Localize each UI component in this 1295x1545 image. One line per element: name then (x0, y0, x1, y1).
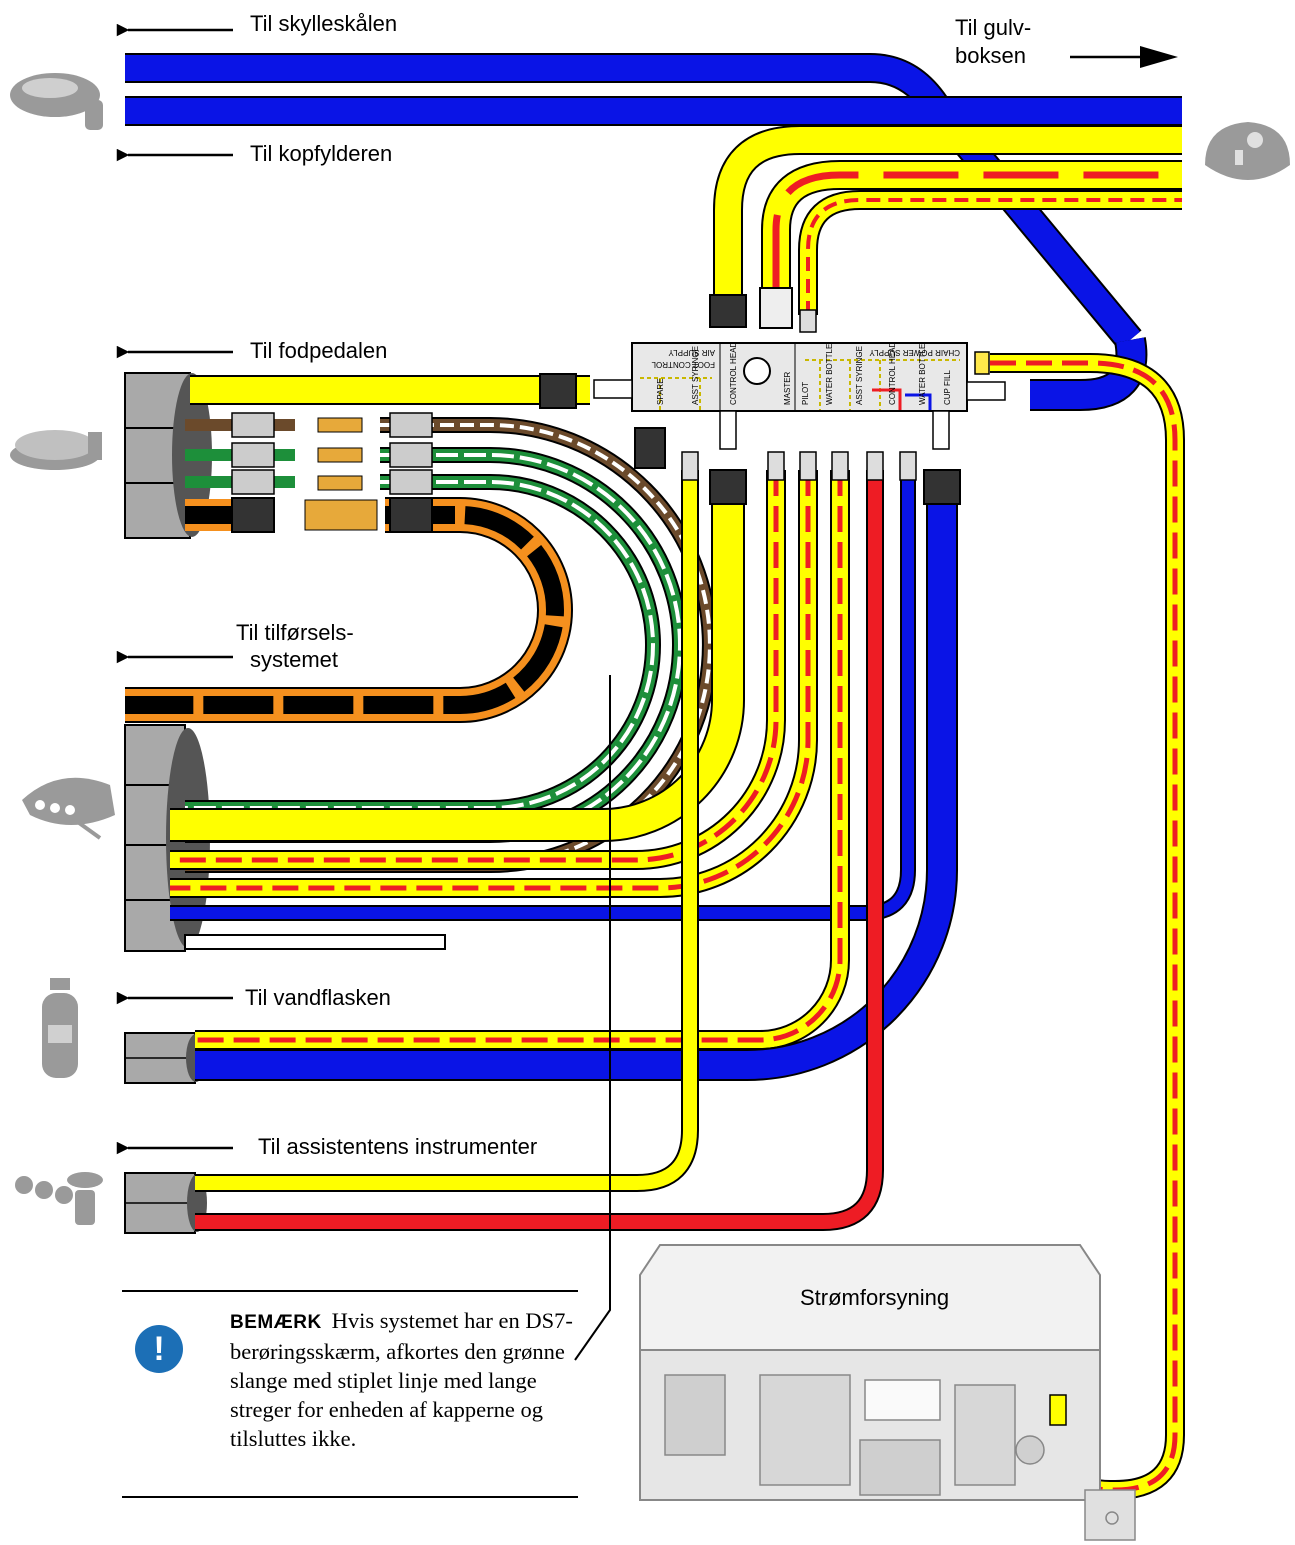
yellow-tube-foot-pedal (190, 373, 590, 409)
label-delivery-2: systemet (250, 647, 338, 672)
label-cup-filler: Til kopfylderen (250, 141, 392, 166)
label-delivery-1: Til tilførsels- (236, 620, 354, 645)
arrow-floor-box-head (1140, 46, 1178, 68)
water-bottle-icon (42, 978, 78, 1078)
loop-green-inner (185, 474, 661, 816)
loop-orange (125, 497, 573, 723)
callout-line (574, 675, 611, 1361)
foot-pedal-icon (10, 430, 102, 470)
connectors-top (709, 287, 817, 333)
note-body: Hvis systemet har en DS7-berøringsskærm,… (230, 1308, 573, 1451)
sheath-water-bottle (124, 1032, 206, 1084)
yellow-red-tube-water-bottle (195, 470, 850, 1050)
power-supply-box (639, 1244, 1136, 1541)
manifold-label-foot-control: FOOT CONTROL (651, 360, 715, 369)
red-tube-assistant (195, 470, 884, 1231)
blue-tube-manifold-return (1030, 337, 1148, 411)
yellow-connector-big (709, 469, 747, 505)
manifold-port-9: CUP FILL (943, 369, 952, 405)
loop-brown (185, 417, 718, 873)
label-water-bottle: Til vandflasken (245, 985, 391, 1010)
manifold-port-8: WATER BOTTLE (918, 344, 927, 405)
label-rinse-bowl: Til skylleskålen (250, 11, 397, 36)
manifold-port-1: ASST SYRINGE (691, 346, 700, 405)
manifold-port-3: MASTER (783, 371, 792, 405)
loop-yellow-red-1 (170, 470, 786, 870)
label-foot-pedal: Til fodpedalen (250, 338, 387, 363)
manifold-bottom-fittings (681, 451, 917, 481)
manifold-label-air-supply: AIR SUPPLY (668, 348, 715, 357)
manifold-port-2: CONTROL HEAD (729, 342, 738, 405)
manifold-block (593, 342, 1006, 469)
manifold-port-4: PILOT (801, 382, 810, 405)
floor-box-icon (1205, 122, 1290, 180)
sheath-assistant (124, 1172, 207, 1234)
blue-tube-water-bottle (195, 469, 961, 1081)
label-assistant: Til assistentens instrumenter (258, 1134, 537, 1159)
note-heading: BEMÆRK (230, 1312, 322, 1333)
white-tube (184, 934, 446, 950)
delivery-head-icon (22, 777, 115, 840)
manifold-port-0: SPARE (656, 378, 665, 405)
note-icon: ! (135, 1325, 183, 1373)
assistant-instruments-icon (15, 1172, 103, 1225)
yellow-red-tube-pilot (798, 190, 1182, 315)
upper-connectors (231, 412, 433, 533)
label-floor-box-2: boksen (955, 43, 1026, 68)
yellow-tube-air-supply (713, 125, 1182, 300)
yellow-red-tube-chair-power (761, 160, 1182, 290)
label-floor-box-1: Til gulv- (955, 15, 1031, 40)
manifold-labels: AIR SUPPLY FOOT CONTROL CHAIR POWER SUPP… (651, 342, 960, 405)
label-group: Til skylleskålen Til gulv- boksen Til ko… (116, 11, 1178, 1310)
manifold-port-5: WATER BOTTLE (825, 344, 834, 405)
yellow-tube-assistant (195, 470, 699, 1192)
manifold-port-6: ASST SYRINGE (855, 346, 864, 405)
manifold-port-7: CONTROL HEAD (888, 342, 897, 405)
label-power-supply: Strømforsyning (800, 1285, 949, 1310)
manifold-label-chair-power: CHAIR POWER SUPPLY (869, 348, 960, 357)
sink-icon (10, 73, 103, 130)
